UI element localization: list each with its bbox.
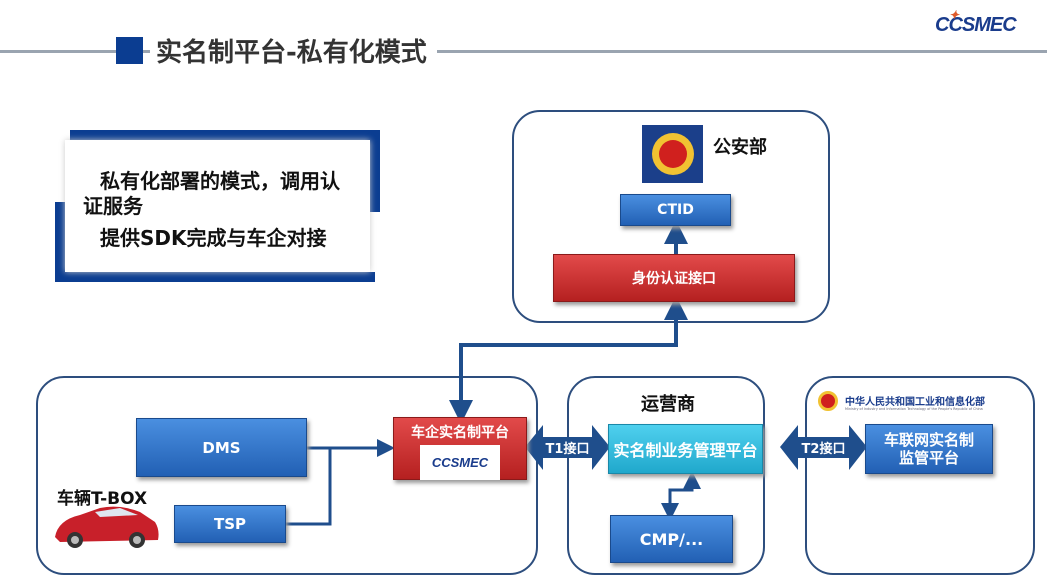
supervision-platform-line2: 监管平台: [898, 449, 959, 467]
note-box: 私有化部署的模式，调用认 证服务 提供SDK完成与车企对接: [55, 130, 380, 282]
miit-group: [805, 376, 1035, 575]
tsp-node: TSP: [174, 505, 286, 543]
page-title: 实名制平台-私有化模式: [150, 32, 437, 69]
t1-label: T1接口: [545, 442, 590, 457]
cmp-node: CMP/...: [610, 515, 733, 563]
enterprise-platform-label: 车企实名制平台: [411, 425, 509, 441]
car-icon: [55, 506, 159, 548]
dms-node: DMS: [136, 418, 307, 477]
auth-interface-node: 身份认证接口: [553, 254, 795, 302]
police-label: 公安部: [713, 137, 767, 158]
connector-cmp: [668, 471, 701, 512]
connector-tsp: [286, 448, 332, 526]
note-line-2: 证服务: [83, 194, 143, 218]
miit-name: 中华人民共和国工业和信息化部: [845, 397, 985, 408]
tbox-label: 车辆T-BOX: [57, 489, 148, 509]
police-emblem-icon: [642, 125, 703, 183]
miit-name-en: Ministry of Industry and Information Tec…: [845, 407, 983, 411]
miit-emblem-icon: [818, 391, 838, 411]
t2-label: T2接口: [801, 442, 846, 457]
supervision-platform-node: 车联网实名制 监管平台: [865, 424, 993, 474]
title-marker: [116, 37, 143, 64]
ctid-node: CTID: [620, 194, 731, 226]
t2-arrow: [780, 425, 867, 470]
operator-platform-node: 实名制业务管理平台: [608, 424, 763, 474]
operator-label: 运营商: [641, 394, 695, 415]
ccsmec-logo: ✦CCSMEC: [935, 8, 1017, 36]
title-divider: [0, 50, 1047, 53]
ccsmec-logo-small: CCSMEC: [420, 445, 500, 480]
note-line-3: 提供SDK完成与车企对接: [100, 226, 327, 250]
t1-arrow: [525, 425, 610, 470]
enterprise-platform-node: 车企实名制平台 CCSMEC: [393, 417, 527, 480]
supervision-platform-line1: 车联网实名制: [883, 431, 974, 449]
note-line-1: 私有化部署的模式，调用认: [100, 169, 340, 193]
